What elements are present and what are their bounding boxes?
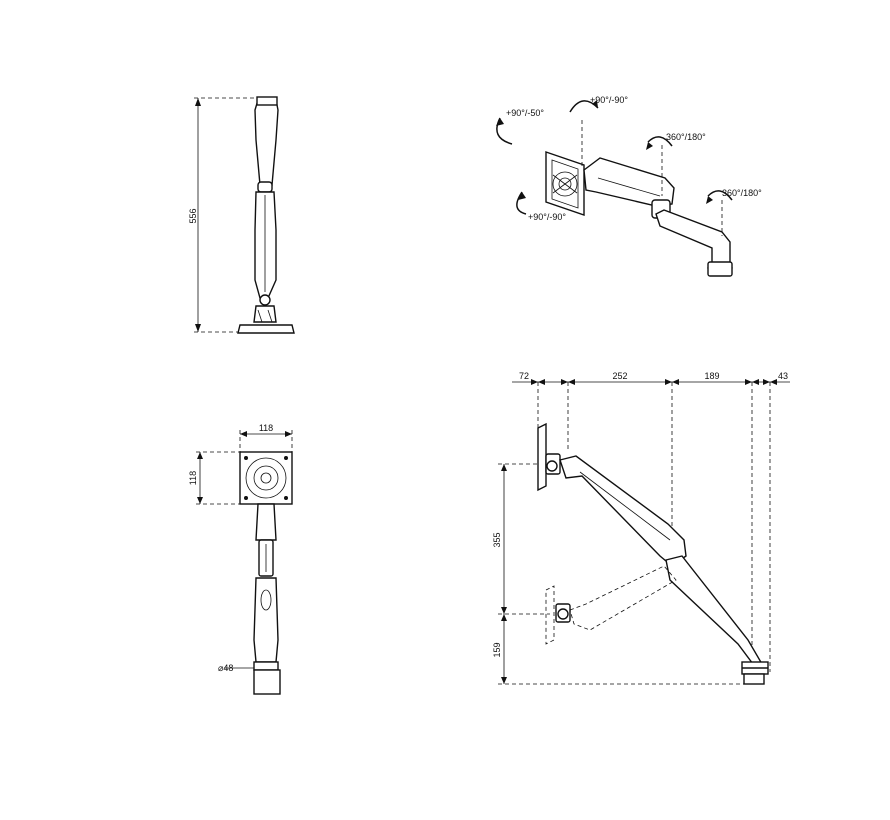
upper-arm — [583, 157, 675, 207]
arrow-icon — [195, 324, 201, 332]
height-label: 556 — [188, 208, 198, 223]
vesa-ring-icon — [552, 171, 578, 197]
iso-view: +90°/-90° +90°/-50° +90°/-90° 360°/180° … — [496, 95, 762, 277]
height-min-label: 159 — [492, 642, 502, 657]
monitor-head — [256, 96, 278, 106]
plate-width-label: 118 — [259, 423, 273, 433]
dim-189-label: 189 — [704, 371, 719, 381]
upper-arm-lowered — [569, 565, 677, 631]
arrow-icon — [195, 98, 201, 106]
base-pole — [253, 669, 281, 695]
base-clamp — [253, 305, 277, 323]
elbow-joint — [257, 181, 273, 193]
lower-arm — [655, 209, 731, 265]
lower-arm — [253, 577, 279, 663]
pole-diameter-label: ⌀48 — [218, 663, 233, 673]
vesa-ring-icon — [245, 457, 287, 499]
lower-arm — [665, 555, 763, 669]
tilt-joint-icon — [557, 608, 569, 620]
rotate-label: +90°/-90° — [528, 212, 566, 222]
plate-height-label: 118 — [188, 471, 198, 485]
vesa-plate-lowered — [545, 585, 555, 645]
dim-252-label: 252 — [612, 371, 627, 381]
rotate-arrow-icon — [516, 191, 527, 215]
profile-view: 72 252 189 43 355 159 — [492, 371, 790, 685]
side-view: 556 — [188, 96, 295, 334]
front-view: 118 118 ⌀48 — [188, 423, 293, 695]
height-range-label: 355 — [492, 532, 502, 547]
rotate-arrow-icon — [647, 136, 673, 147]
dim-43-label: 43 — [778, 371, 788, 381]
base-plate — [237, 324, 295, 334]
arm-joint-label: 360°/180° — [666, 132, 706, 142]
vesa-plate — [239, 451, 293, 505]
dim-72-label: 72 — [519, 371, 529, 381]
upper-arm — [254, 99, 279, 186]
upper-arm-raised — [559, 455, 687, 567]
pivot-icon — [259, 294, 271, 306]
tilt-joint-icon — [546, 460, 558, 472]
base-joint-label: 360°/180° — [722, 188, 762, 198]
swivel-label: +90°/-90° — [590, 95, 628, 105]
lower-arm — [254, 191, 277, 299]
vesa-plate — [537, 422, 547, 492]
rotate-arrow-icon — [707, 190, 733, 201]
tilt-label: +90°/-50° — [506, 108, 544, 118]
upper-arm — [255, 503, 277, 541]
